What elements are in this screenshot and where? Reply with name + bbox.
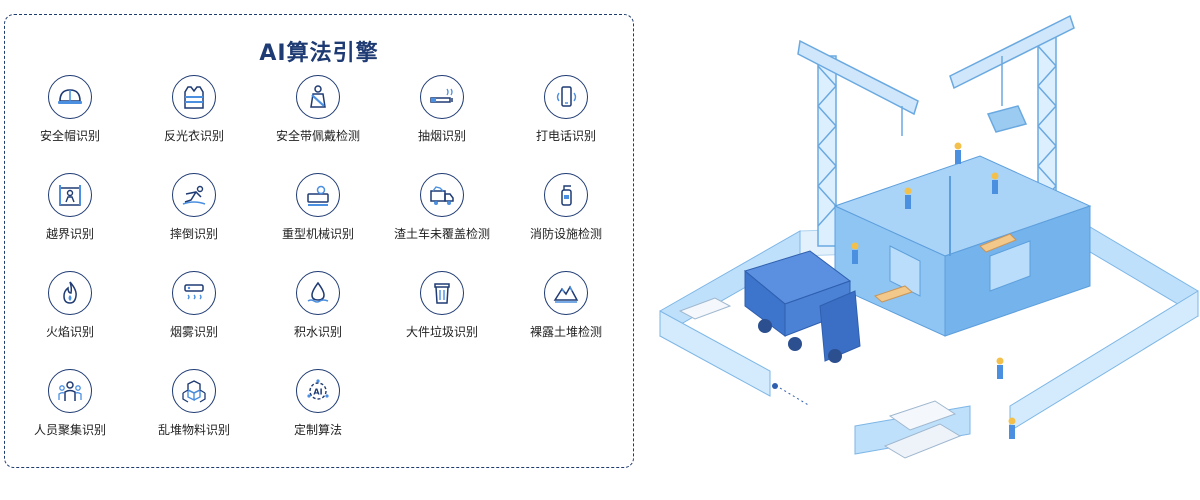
phone-call-icon bbox=[544, 75, 588, 119]
algo-label: 裸露土堆检测 bbox=[529, 325, 602, 339]
algo-item-vest[interactable]: 反光衣识别 bbox=[129, 75, 259, 144]
algo-item-flame[interactable]: 火焰识别 bbox=[5, 271, 135, 340]
algo-item-custom[interactable]: AI 定制算法 bbox=[253, 369, 383, 438]
cigarette-icon bbox=[420, 75, 464, 119]
svg-text:AI: AI bbox=[313, 388, 322, 397]
algo-label: 乱堆物料识别 bbox=[157, 423, 230, 437]
gate-sensor-icon bbox=[772, 383, 811, 407]
algo-label: 火焰识别 bbox=[45, 325, 94, 339]
helmet-icon bbox=[48, 75, 92, 119]
water-icon bbox=[296, 271, 340, 315]
algo-label: 重型机械识别 bbox=[281, 227, 354, 241]
algo-item-dumptruck[interactable]: 渣土车未覆盖检测 bbox=[377, 173, 507, 242]
algo-label: 人员聚集识别 bbox=[33, 423, 106, 437]
algo-label: 安全帽识别 bbox=[39, 129, 100, 143]
crowd-icon bbox=[48, 369, 92, 413]
algo-label: 越界识别 bbox=[45, 227, 94, 241]
algo-item-crowd[interactable]: 人员聚集识别 bbox=[5, 369, 135, 438]
reflective-vest-icon bbox=[172, 75, 216, 119]
algo-item-garbage[interactable]: 大件垃圾识别 bbox=[377, 271, 507, 340]
algo-label: 烟雾识别 bbox=[169, 325, 218, 339]
fire-extinguisher-icon bbox=[544, 173, 588, 217]
lumber-icon bbox=[874, 233, 1017, 303]
construction-site-illustration bbox=[650, 6, 1200, 496]
algo-label: 抽烟识别 bbox=[417, 129, 466, 143]
heavy-machinery-icon bbox=[296, 173, 340, 217]
algo-label: 渣土车未覆盖检测 bbox=[393, 227, 490, 241]
building-under-construction-icon bbox=[833, 155, 1092, 337]
tower-crane-right-icon bbox=[949, 14, 1075, 222]
panel-title: AI算法引擎 bbox=[259, 41, 379, 66]
algorithm-grid: 安全帽识别 反光衣识别 安全带佩戴检测 抽烟识别 打电话识别 bbox=[5, 75, 635, 455]
soil-pile-icon bbox=[544, 271, 588, 315]
tower-crane-left-icon bbox=[797, 39, 919, 247]
worker-icon bbox=[851, 142, 1016, 439]
material-boxes-icon bbox=[172, 369, 216, 413]
algo-label: 摔倒识别 bbox=[169, 227, 218, 241]
algo-item-boundary[interactable]: 越界识别 bbox=[5, 173, 135, 242]
algo-item-fire-facility[interactable]: 消防设施检测 bbox=[501, 173, 631, 242]
fall-icon bbox=[172, 173, 216, 217]
algo-label: 积水识别 bbox=[293, 325, 342, 339]
algo-item-smoke[interactable]: 烟雾识别 bbox=[129, 271, 259, 340]
algo-item-soil[interactable]: 裸露土堆检测 bbox=[501, 271, 631, 340]
algo-label: 大件垃圾识别 bbox=[405, 325, 478, 339]
algorithm-panel: AI算法引擎 安全帽识别 反光衣识别 安全带佩戴检测 抽烟识别 bbox=[4, 14, 634, 468]
algo-item-machinery[interactable]: 重型机械识别 bbox=[253, 173, 383, 242]
algo-label: 反光衣识别 bbox=[163, 129, 224, 143]
algo-label: 打电话识别 bbox=[535, 129, 596, 143]
material-pile-icon bbox=[678, 297, 962, 459]
trash-bin-icon bbox=[420, 271, 464, 315]
flame-icon bbox=[48, 271, 92, 315]
seatbelt-icon bbox=[296, 75, 340, 119]
smoke-detector-icon bbox=[172, 271, 216, 315]
construction-scene-svg bbox=[659, 14, 1199, 459]
algo-label: 定制算法 bbox=[293, 423, 342, 437]
algo-label: 安全带佩戴检测 bbox=[275, 129, 360, 143]
algo-label: 消防设施检测 bbox=[529, 227, 602, 241]
algo-item-fall[interactable]: 摔倒识别 bbox=[129, 173, 259, 242]
dump-truck-illustration bbox=[743, 250, 861, 363]
dump-truck-icon bbox=[420, 173, 464, 217]
algo-item-phone[interactable]: 打电话识别 bbox=[501, 75, 631, 144]
algo-item-seatbelt[interactable]: 安全带佩戴检测 bbox=[253, 75, 383, 144]
algo-item-materials[interactable]: 乱堆物料识别 bbox=[129, 369, 259, 438]
custom-ai-icon: AI bbox=[296, 369, 340, 413]
algo-item-smoking[interactable]: 抽烟识别 bbox=[377, 75, 507, 144]
algo-item-helmet[interactable]: 安全帽识别 bbox=[5, 75, 135, 144]
algo-item-water[interactable]: 积水识别 bbox=[253, 271, 383, 340]
boundary-icon bbox=[48, 173, 92, 217]
